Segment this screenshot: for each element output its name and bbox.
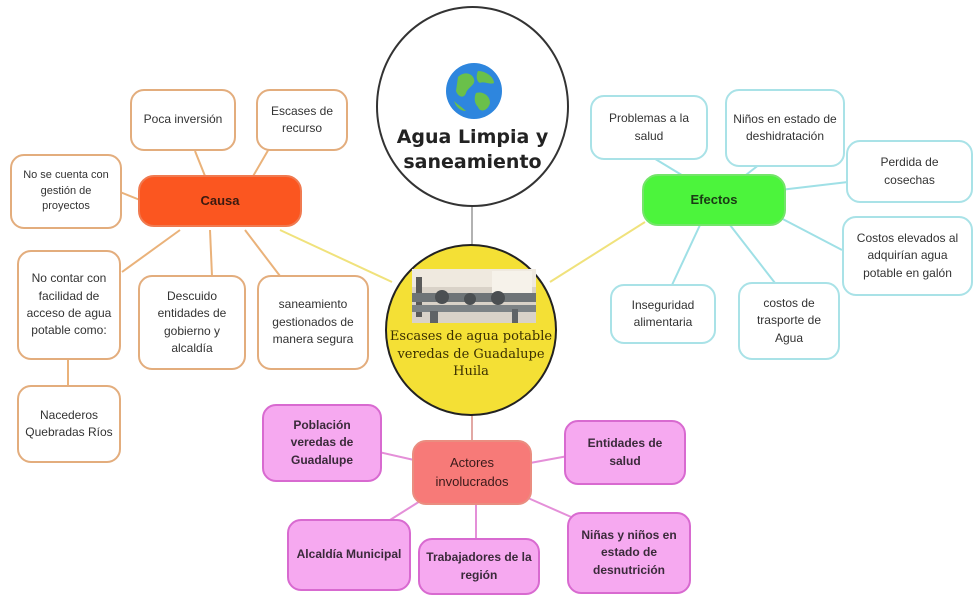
- efectos-item-cosechas: Perdida de cosechas: [846, 140, 973, 203]
- actores-item-entidades-salud: Entidades de salud: [564, 420, 686, 485]
- efectos-item-transporte: costos de trasporte de Agua: [738, 282, 840, 360]
- globe-icon: [446, 63, 502, 119]
- causa-item-poca-inversion: Poca inversión: [130, 89, 236, 151]
- efectos-item-costos-galon: Costos elevados al adquirían agua potabl…: [842, 216, 973, 296]
- efectos-item-deshidratacion: Niños en estado de deshidratación: [725, 89, 845, 167]
- causa-item-acceso-agua: No contar con facilidad de acceso de agu…: [17, 250, 121, 360]
- central-topic-label: Escases de agua potable veredas de Guada…: [389, 329, 553, 380]
- actores-item-alcaldia: Alcaldía Municipal: [287, 519, 411, 591]
- causa-item-descuido-entidades: Descuido entidades de gobierno y alcaldí…: [138, 275, 246, 370]
- efectos-node: Efectos: [642, 174, 786, 226]
- actores-node: Actores involucrados: [412, 440, 532, 505]
- causa-item-escases-recurso: Escases de recurso: [256, 89, 348, 151]
- actores-item-trabajadores: Trabajadores de la región: [418, 538, 540, 595]
- efectos-item-salud: Problemas a la salud: [590, 95, 708, 160]
- actores-item-poblacion: Población veredas de Guadalupe: [262, 404, 382, 482]
- causa-item-saneamiento: saneamiento gestionados de manera segura: [257, 275, 369, 370]
- actores-item-ninos-desnutricion: Niñas y niños en estado de desnutrición: [567, 512, 691, 594]
- causa-item-gestion-proyectos: No se cuenta con gestión de proyectos: [10, 154, 122, 229]
- efectos-item-inseguridad: Inseguridad alimentaria: [610, 284, 716, 344]
- central-topic: Escases de agua potable veredas de Guada…: [385, 244, 557, 416]
- causa-item-nacederos: Nacederos Quebradas Ríos: [17, 385, 121, 463]
- causa-node: Causa: [138, 175, 302, 227]
- page-title: Agua Limpia y saneamiento: [396, 126, 549, 173]
- title-circle: Agua Limpia y saneamiento: [376, 6, 569, 207]
- water-pipes-photo: [412, 269, 536, 323]
